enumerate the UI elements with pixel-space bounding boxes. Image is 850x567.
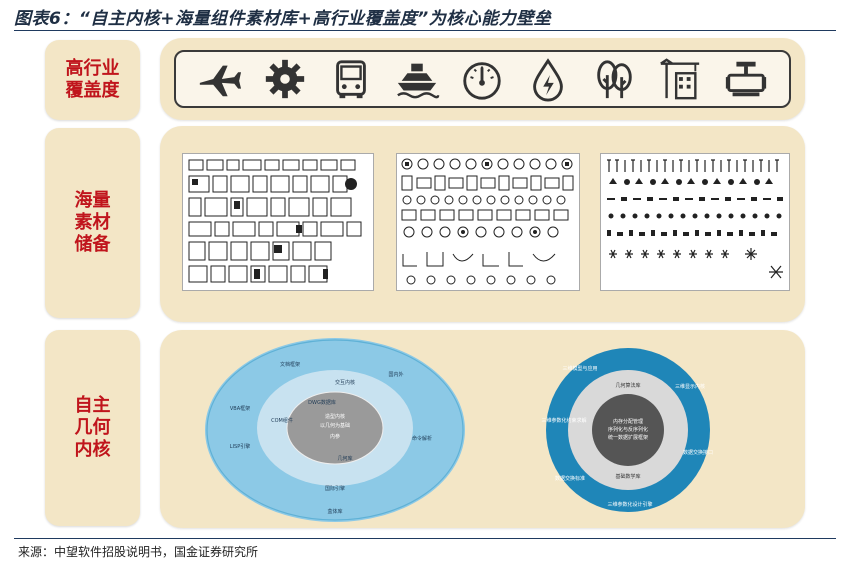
right-outer-text: 三维参数化约束求解 <box>541 417 586 424</box>
kernel-diagrams: 造型内核 以几何为基础 内参 DWG数据库 几何库 交互内核 国内外 命令解析 … <box>205 338 713 522</box>
left-middle-text: DWG数据库 <box>308 399 336 406</box>
label-geometry-kernel: 自主 几何 内核 <box>45 330 140 526</box>
right-outer-text: 三维模型与应用 <box>562 365 597 372</box>
kernel-panel: 造型内核 以几何为基础 内参 DWG数据库 几何库 交互内核 国内外 命令解析 … <box>160 330 805 528</box>
label-line: 几何 <box>74 417 111 438</box>
left-outer-text: 国际引擎 <box>325 485 345 492</box>
right-center-text: 序列化与反序列化 <box>608 426 648 433</box>
source-note: 来源：中望软件招股说明书，国金证券研究所 <box>18 545 259 559</box>
pipe-valve-icon <box>725 61 767 97</box>
left-outer-text: 盒体库 <box>327 508 342 515</box>
left-outer-text: LISP引擎 <box>230 443 250 450</box>
label-line: 内核 <box>74 439 111 460</box>
left-center-text: 内参 <box>330 433 340 440</box>
gear-icon <box>265 59 304 99</box>
gauge-icon <box>463 62 502 100</box>
left-outer-text: 文档框架 <box>280 361 300 368</box>
right-outer-text: 数据交换接口 <box>683 449 713 456</box>
left-kernel-diagram: 造型内核 以几何为基础 内参 DWG数据库 几何库 交互内核 国内外 命令解析 … <box>205 338 465 522</box>
left-outer-text: 交互内核 <box>335 379 355 386</box>
left-outer-text: 命令解析 <box>412 435 432 442</box>
figure-title: 图表6：“自主内核+海量组件素材库+高行业覆盖度”为核心能力壁垒 <box>14 9 552 29</box>
ship-icon <box>396 63 439 99</box>
left-outer-text: VBA框架 <box>230 405 250 412</box>
label-line: 海量 <box>74 190 111 211</box>
water-drop-energy-icon <box>533 58 564 102</box>
right-kernel-diagram: 内存分配管理 序列化与反序列化 统一数据扩展框架 几何算法库 基础数学库 三维模… <box>541 348 713 512</box>
furniture-block-library-image <box>182 153 374 291</box>
airplane-icon <box>199 65 241 97</box>
right-middle-text: 基础数学库 <box>615 473 640 480</box>
bus-icon <box>335 60 366 99</box>
industry-icon-strip <box>174 50 791 108</box>
industry-panel <box>160 38 805 120</box>
material-panel <box>160 126 805 322</box>
label-industry-coverage: 高行业 覆盖度 <box>45 40 140 120</box>
label-line: 储备 <box>74 234 111 255</box>
building-crane-icon <box>660 58 700 100</box>
left-outer-text: 国内外 <box>388 371 403 378</box>
title-divider <box>14 30 836 31</box>
trees-icon <box>597 60 632 99</box>
table-chair-block-library-image <box>396 153 580 291</box>
left-center-text: 以几何为基础 <box>320 422 350 429</box>
label-line: 覆盖度 <box>65 80 120 101</box>
left-middle-text: 几何库 <box>337 455 352 462</box>
right-center <box>592 394 664 466</box>
left-outer-text: COM组件 <box>271 417 293 424</box>
label-line: 自主 <box>74 395 111 416</box>
right-outer-text: 三维参数化设计引擎 <box>607 501 652 508</box>
label-line: 高行业 <box>65 58 120 79</box>
right-center-text: 内存分配管理 <box>613 418 643 425</box>
footer-divider <box>14 538 836 539</box>
label-material-reserve: 海量 素材 储备 <box>45 128 140 318</box>
symbol-block-library-image <box>600 153 790 291</box>
left-center-text: 造型内核 <box>325 413 345 420</box>
right-middle-text: 几何算法库 <box>615 382 640 389</box>
right-outer-text: 数据交换标准 <box>555 475 585 482</box>
right-center-text: 统一数据扩展框架 <box>608 434 648 441</box>
label-line: 素材 <box>74 212 111 233</box>
left-center <box>287 392 383 464</box>
right-outer-text: 三维显示内核 <box>675 383 705 390</box>
